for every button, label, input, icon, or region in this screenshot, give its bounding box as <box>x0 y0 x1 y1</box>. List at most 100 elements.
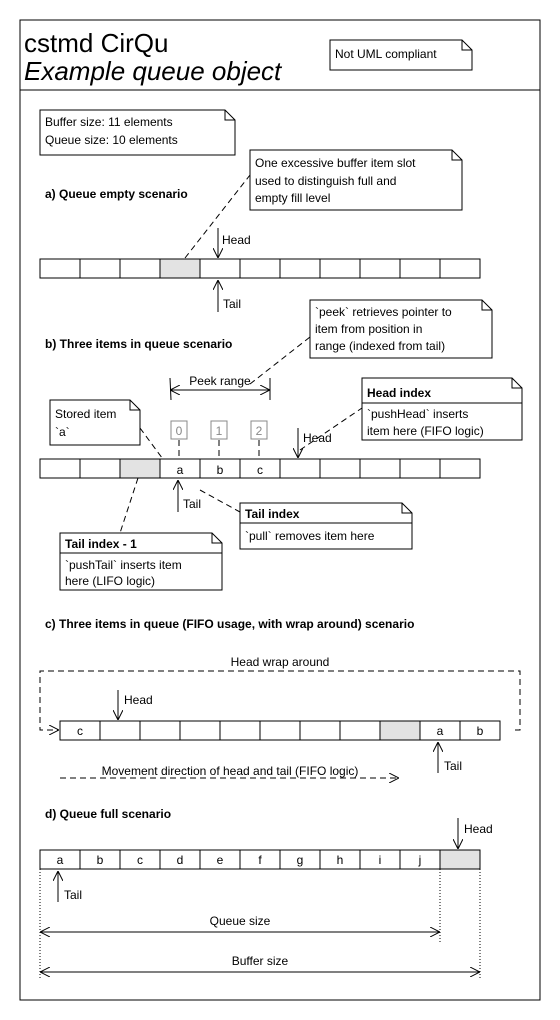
tail-index-note: Tail index `pull` removes item here <box>239 502 413 550</box>
queue-d-item: j <box>418 853 422 867</box>
queue-d-item: f <box>258 853 262 867</box>
buffer-size-label: Buffer size <box>232 954 289 968</box>
queue-a-cell <box>399 258 441 279</box>
queue-d-item: d <box>177 853 184 867</box>
queue-a-cell-excess <box>159 258 201 279</box>
peek-note-line-3: range (indexed from tail) <box>315 339 445 353</box>
queue-a-cell <box>199 258 241 279</box>
tail-index-line-1: `pull` removes item here <box>245 529 375 543</box>
queue-c-cell <box>259 720 301 741</box>
queue-c-item-c: c <box>77 724 83 738</box>
section-b-title: b) Three items in queue scenario <box>45 337 232 351</box>
queue-c-cell <box>459 720 501 741</box>
queue-b-cell <box>319 458 361 479</box>
queue-a-cell <box>439 258 481 279</box>
excess-slot-note: One excessive buffer item slot used to d… <box>249 149 463 211</box>
tail-label-d: Tail <box>64 888 82 902</box>
queue-c-cell <box>179 720 221 741</box>
queue-d-item: e <box>217 853 224 867</box>
head-label-a: Head <box>222 233 251 247</box>
tail-minus-one-note: Tail index - 1 `pushTail` inserts item h… <box>59 532 223 591</box>
queue-c-cell <box>219 720 261 741</box>
queue-d-cells: a b c d e f g h i j <box>39 849 481 870</box>
queue-d-cell-excess <box>439 849 481 870</box>
peek-index-box <box>170 420 188 440</box>
section-d-title: d) Queue full scenario <box>45 807 171 821</box>
peek-index-box <box>250 420 268 440</box>
tail-minus-one-line-2: here (LIFO logic) <box>65 574 155 588</box>
queue-d-item: h <box>337 853 344 867</box>
peek-note: `peek` retrieves pointer to item from po… <box>309 299 493 359</box>
tail-minus-one-connector <box>119 477 139 534</box>
queue-d-item: g <box>297 853 304 867</box>
tail-label-b: Tail <box>183 497 201 511</box>
head-wrap-arrow <box>39 670 521 730</box>
queue-a-cell <box>359 258 401 279</box>
queue-b-cells: a b c <box>39 458 481 479</box>
queue-b-cell-excess <box>119 458 161 479</box>
peek-range-left-bound <box>169 377 172 401</box>
head-wrap-label: Head wrap around <box>231 655 330 669</box>
queue-a-cell <box>39 258 81 279</box>
not-uml-note-text: Not UML compliant <box>335 47 437 61</box>
tail-label-a: Tail <box>223 297 241 311</box>
queue-c-cell <box>339 720 381 741</box>
tail-minus-one-title: Tail index - 1 <box>65 537 137 551</box>
head-index-line-1: `pushHead` inserts <box>367 407 468 421</box>
queue-a-cell <box>239 258 281 279</box>
queue-a-cell <box>79 258 121 279</box>
queue-c-item-b: b <box>477 724 484 738</box>
tail-minus-one-line-1: `pushTail` inserts item <box>65 558 182 572</box>
queue-a-cell <box>119 258 161 279</box>
queue-b-cell <box>399 458 441 479</box>
peek-index-1: 1 <box>216 424 223 438</box>
queue-b-item-a: a <box>177 463 184 477</box>
queue-c-cell-excess <box>379 720 421 741</box>
section-c-title: c) Three items in queue (FIFO usage, wit… <box>45 617 414 631</box>
section-a-title: a) Queue empty scenario <box>45 187 188 201</box>
excess-slot-note-line-3: empty fill level <box>255 191 330 205</box>
peek-note-connector <box>249 336 311 385</box>
queue-c-cells: c a b <box>59 720 501 741</box>
head-index-title: Head index <box>367 386 431 400</box>
queue-c-cell <box>139 720 181 741</box>
queue-b-item-b: b <box>217 463 224 477</box>
excess-slot-note-line-1: One excessive buffer item slot <box>255 156 416 170</box>
head-label-c: Head <box>124 693 153 707</box>
tail-index-title: Tail index <box>245 507 300 521</box>
peek-note-line-2: item from position in <box>315 322 422 336</box>
queue-a-cell <box>319 258 361 279</box>
queue-size-label: Queue size <box>210 914 271 928</box>
diagram-frame <box>19 19 541 1001</box>
buffer-info-note: Buffer size: 11 elements Queue size: 10 … <box>39 109 236 156</box>
peek-index-2: 2 <box>256 424 263 438</box>
queue-c-cell <box>299 720 341 741</box>
excess-slot-connector <box>184 174 251 259</box>
queue-d-item: c <box>137 853 143 867</box>
stored-item-note: Stored item `a` <box>49 399 141 446</box>
queue-a-cell <box>279 258 321 279</box>
queue-d-item: b <box>97 853 104 867</box>
movement-label-bg <box>76 764 384 776</box>
queue-d-item: a <box>57 853 64 867</box>
queue-b-cell <box>359 458 401 479</box>
peek-index-box <box>210 420 228 440</box>
not-uml-note: Not UML compliant <box>329 39 473 71</box>
queue-d-item: i <box>379 853 382 867</box>
movement-direction-label: Movement direction of head and tail (FIF… <box>102 764 359 778</box>
queue-b-cell <box>439 458 481 479</box>
queue-a-cells <box>39 258 481 279</box>
head-index-note: Head index `pushHead` inserts item here … <box>361 377 523 441</box>
queue-c-item-a: a <box>437 724 444 738</box>
stored-item-note-line-2: `a` <box>55 425 70 439</box>
head-index-connector <box>299 407 363 451</box>
tail-index-connector <box>199 489 241 513</box>
peek-range-label: Peek range <box>189 374 251 388</box>
peek-note-line-1: `peek` retrieves pointer to <box>315 305 452 319</box>
queue-b-cell <box>79 458 121 479</box>
queue-size-text: Queue size: 10 elements <box>45 133 178 147</box>
tail-label-c: Tail <box>444 759 462 773</box>
excess-slot-note-line-2: used to distinguish full and <box>255 174 396 188</box>
buffer-size-text: Buffer size: 11 elements <box>45 115 173 129</box>
